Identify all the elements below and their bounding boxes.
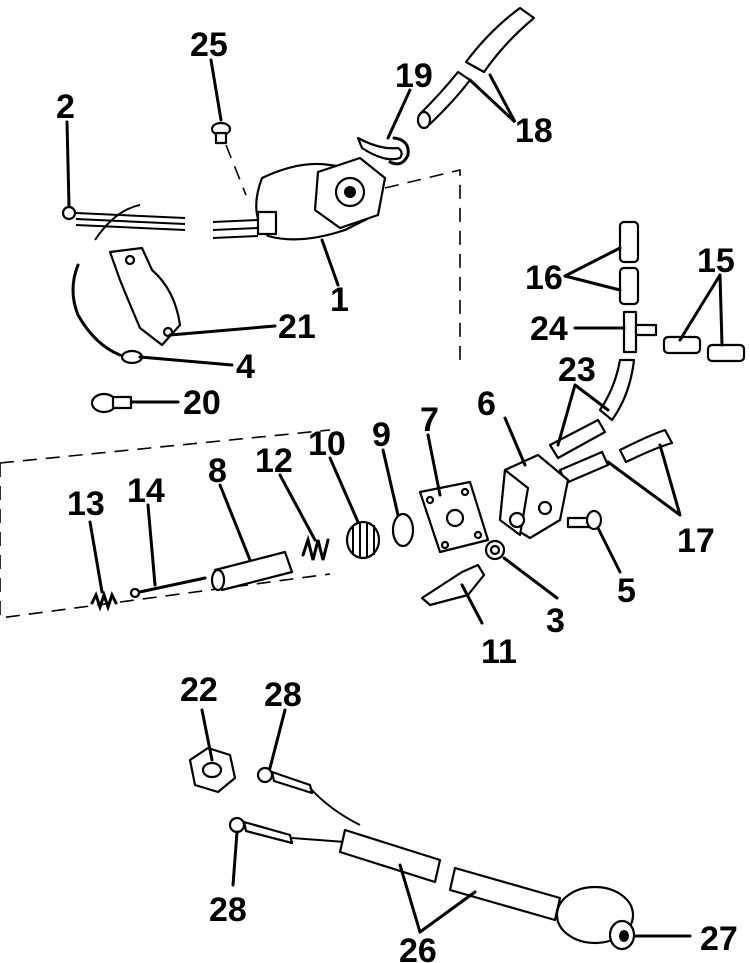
part-18-hoses <box>416 6 536 130</box>
part-8-cylinder <box>210 550 294 592</box>
callout-4: 4 <box>236 348 255 386</box>
part-24-t-fitting <box>622 310 658 354</box>
part-7-diaphragm <box>418 480 490 554</box>
callout-3: 3 <box>546 602 565 640</box>
callout-22: 22 <box>180 671 218 709</box>
part-14-pin <box>129 576 207 599</box>
part-19-clip <box>356 136 410 166</box>
callout-28-bottom: 28 <box>209 891 247 929</box>
part-5-screw <box>566 509 603 531</box>
part-9-disc <box>391 512 415 548</box>
callout-16: 16 <box>525 259 563 297</box>
harness-assembly <box>228 766 636 951</box>
callout-19: 19 <box>395 57 433 95</box>
callout-7: 7 <box>420 401 439 439</box>
part-25-screw <box>210 121 247 196</box>
callout-17: 17 <box>677 522 715 560</box>
callout-18: 18 <box>515 112 553 150</box>
part-2-wire <box>61 204 186 241</box>
callout-13: 13 <box>67 485 105 523</box>
part-20-screw <box>90 392 133 414</box>
callout-14: 14 <box>127 472 165 510</box>
part-6-pump-body <box>498 453 570 540</box>
callout-24: 24 <box>530 310 568 348</box>
callout-15: 15 <box>697 242 735 280</box>
leader-lines <box>65 58 724 938</box>
callout-labels: 25 19 2 18 16 15 1 24 21 23 4 6 20 7 9 1… <box>56 26 738 963</box>
part-15-hoses <box>662 335 746 363</box>
callout-12: 12 <box>255 442 293 480</box>
callout-2: 2 <box>56 88 75 126</box>
part-3-o-ring <box>484 539 506 561</box>
part-21-bracket <box>108 246 182 347</box>
part-23-hoses <box>548 358 636 460</box>
part-12-spring <box>301 534 330 561</box>
callout-28-top: 28 <box>264 676 302 714</box>
callout-25: 25 <box>190 26 228 64</box>
part-1-solenoid <box>212 156 387 241</box>
callout-5: 5 <box>617 572 636 610</box>
callout-1: 1 <box>330 281 349 319</box>
callout-9: 9 <box>372 416 391 454</box>
part-16-tubes <box>618 220 640 306</box>
callout-10: 10 <box>308 425 346 463</box>
callout-20: 20 <box>183 384 221 422</box>
callout-27: 27 <box>700 920 738 958</box>
callout-6: 6 <box>477 385 496 423</box>
callout-11: 11 <box>481 633 517 671</box>
callout-26: 26 <box>399 932 437 963</box>
part-22-hex-nut <box>188 746 237 794</box>
part-4-ground-wire <box>71 263 144 365</box>
callout-23: 23 <box>558 351 596 389</box>
callout-21: 21 <box>278 308 316 346</box>
callout-8: 8 <box>208 452 227 490</box>
part-10-cage <box>345 520 381 560</box>
part-17-hoses <box>558 428 674 485</box>
part-11-flap <box>420 563 486 607</box>
part-13-spring <box>90 590 118 612</box>
